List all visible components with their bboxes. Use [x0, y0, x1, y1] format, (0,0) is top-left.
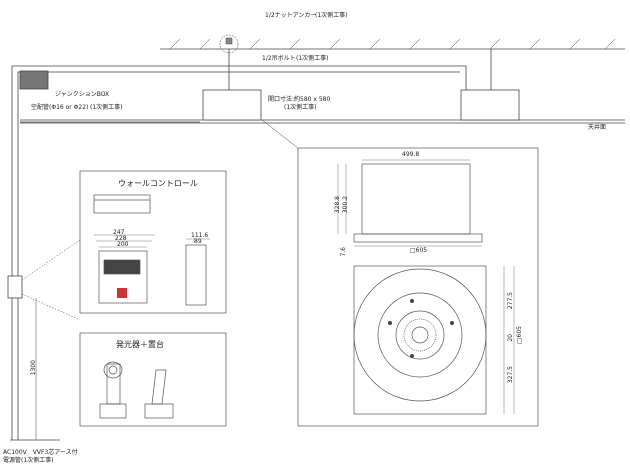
power-line2: 電源管(1次側工事) [3, 457, 54, 464]
dim-327: 327.5 [507, 366, 514, 384]
dim-20: 20 [507, 334, 514, 342]
dim-247: 247 [113, 229, 125, 236]
conduit-label: 空配管(Φ16 or Φ22) [31, 104, 89, 111]
generator-title: 発光器＋置台 [116, 340, 164, 349]
dim-200: 200 [117, 241, 129, 248]
opening-size-label: 開口寸法:約580 x 580 [268, 96, 331, 103]
nut-anchor-label: 1/2ナットアンカー [265, 12, 317, 19]
ceiling-label: 天井面 [588, 124, 607, 131]
power-line1: AC100V VVF3芯アース付 [3, 449, 78, 456]
dim-605: □605 [516, 326, 523, 345]
dim-top-width: 499.8 [402, 151, 420, 158]
dim-111: 111.6 [191, 232, 209, 239]
dim-228: 228 [115, 235, 127, 242]
height-dim: 1300 [30, 360, 37, 376]
dim-height-300: 300.2 [342, 196, 349, 214]
bolt-label: 1/2吊ボルト [262, 55, 296, 62]
dim-flange: 7.6 [340, 247, 347, 257]
bolt-note: (1次側工事) [296, 55, 329, 62]
dim-bottom-width: □605 [410, 247, 428, 254]
junction-box [19, 70, 49, 90]
dim-height-328: 328.8 [334, 196, 341, 214]
nut-anchor-note: (1次側工事) [315, 12, 348, 19]
opening-note: (1次側工事) [284, 104, 317, 111]
conduit-note: (1次側工事) [90, 104, 123, 111]
wall-control-title: ウォールコントロール [118, 179, 198, 188]
dim-277: 277.5 [507, 292, 514, 310]
dim-89: 89 [194, 238, 202, 245]
junction-box-label: ジャンクションBOX [55, 91, 110, 98]
